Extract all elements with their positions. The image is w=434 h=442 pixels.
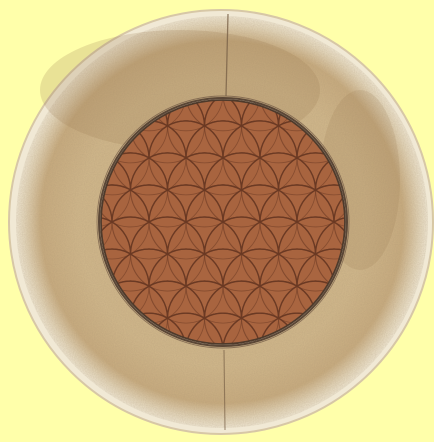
- flower-of-life-artwork: [0, 0, 434, 442]
- flower-of-life-drawing: [0, 0, 434, 442]
